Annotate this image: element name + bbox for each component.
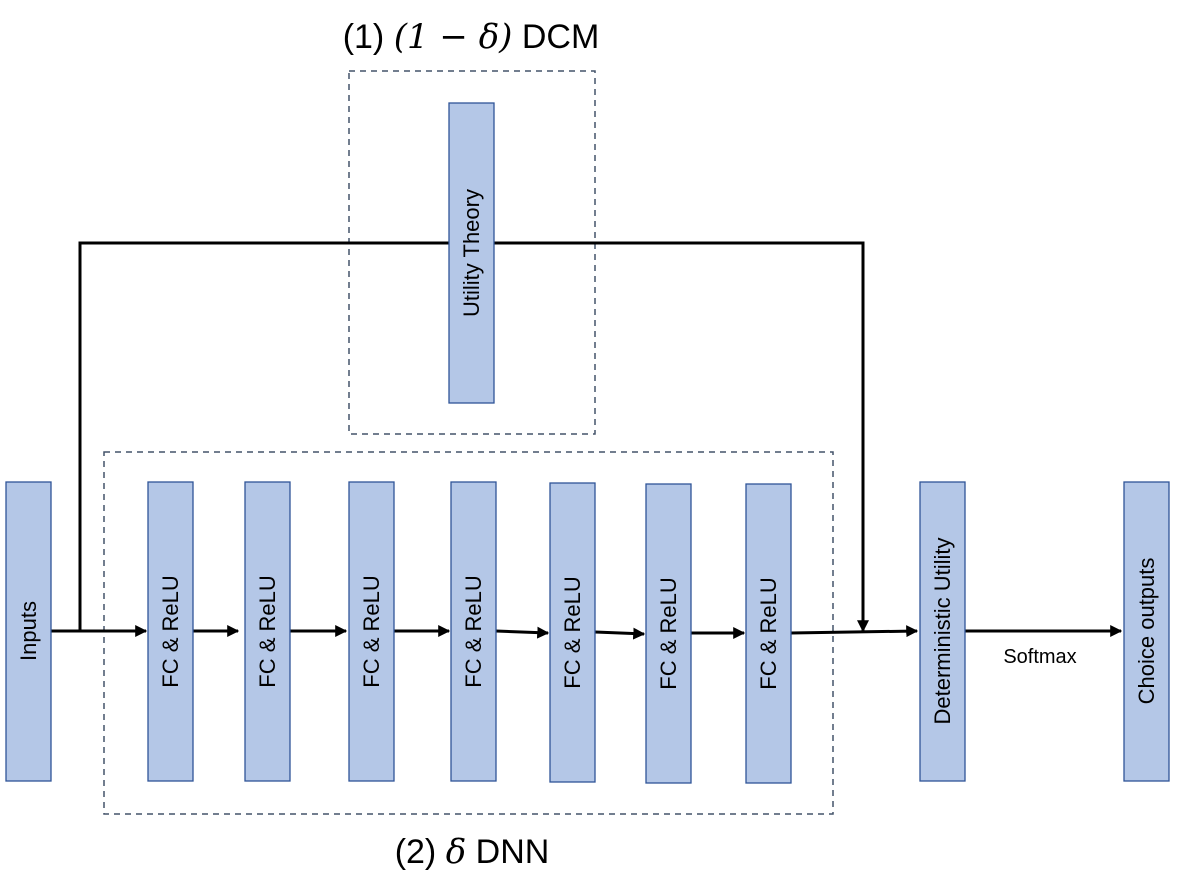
fc-relu-label: FC & ReLU [158,575,183,687]
inputs-label: Inputs [16,601,41,661]
inputs-block: Inputs [5,481,52,782]
fc-relu-layer: FC & ReLU [348,481,395,782]
choice-outputs-label: Choice outputs [1134,558,1159,705]
fc-relu-layers: FC & ReLU FC & ReLU FC & ReLU FC & ReLU FC &… [147,481,792,784]
utility-theory-box [448,102,495,404]
fc-relu-box [645,483,692,784]
deterministic-utility-box [919,481,966,782]
fc-relu-label: FC & ReLU [359,575,384,687]
fc-relu-layer: FC & ReLU [244,481,291,782]
choice-outputs-block: Choice outputs [1123,481,1170,782]
softmax-label: Softmax [1003,646,1076,668]
fc-relu-label: FC & ReLU [656,577,681,689]
fc-relu-label: FC & ReLU [560,576,585,688]
utility-theory-block: Utility Theory [448,102,495,404]
deterministic-utility-label: Deterministic Utility [930,537,955,724]
utility-theory-label: Utility Theory [459,189,484,317]
fc-relu-label: FC & ReLU [255,575,280,687]
fc-relu-label: FC & ReLU [461,575,486,687]
dcm-group-title: (1) (1 − δ) DCM [343,17,600,57]
fc-relu-box [244,481,291,782]
dnn-group-title: (2) δ DNN [395,832,550,872]
fc5-to-fc6-arrow [594,627,646,640]
fc-relu-layer: FC & ReLU [549,482,596,783]
fc-relu-box [450,481,497,782]
fc7-to-deterministic-utility-arrow [790,625,919,638]
fc4-to-fc5-arrow [495,626,550,639]
fc-relu-box [745,483,792,784]
inputs-block-box [5,481,52,782]
dcm-group-boundary [348,70,596,435]
fc-relu-box [147,481,194,782]
choice-outputs-box [1123,481,1170,782]
fc-relu-layer: FC & ReLU [745,483,792,784]
deterministic-utility-block: Deterministic Utility [919,481,966,782]
fc-relu-box [549,482,596,783]
fc-relu-layer: FC & ReLU [450,481,497,782]
dnn-group-boundary [103,451,834,815]
fc-relu-layer: FC & ReLU [147,481,194,782]
fc-relu-layer: FC & ReLU [645,483,692,784]
fc-relu-box [348,481,395,782]
fc-relu-label: FC & ReLU [756,577,781,689]
